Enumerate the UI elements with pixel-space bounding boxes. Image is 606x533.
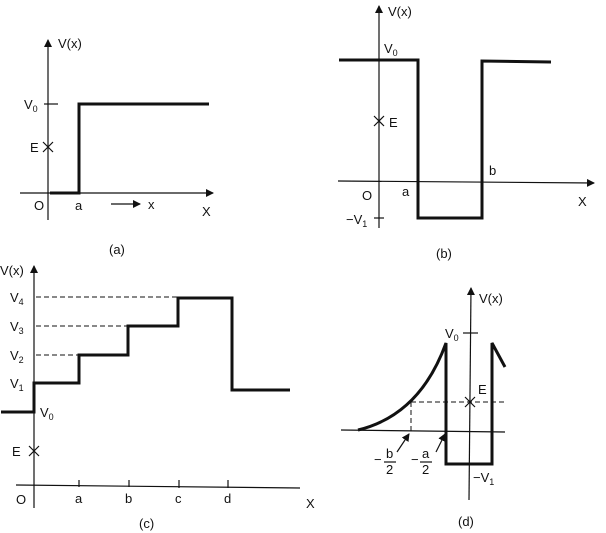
tick-c-label: c bbox=[175, 491, 182, 506]
tick-a-label: a bbox=[75, 491, 83, 506]
v3-label: V3 bbox=[10, 319, 24, 336]
x-axis bbox=[337, 178, 595, 187]
neg-v1-label: −V1 bbox=[346, 212, 367, 229]
energy-label: E bbox=[478, 382, 487, 397]
x-axis-label: X bbox=[202, 204, 211, 219]
svg-text:−: − bbox=[374, 452, 382, 467]
neg-v1-label: −V1 bbox=[473, 470, 494, 487]
step-potential-curve bbox=[50, 102, 209, 195]
square-well-curve bbox=[339, 58, 552, 220]
energy-label: E bbox=[30, 140, 39, 155]
y-axis-label: V(x) bbox=[58, 36, 82, 51]
y-axis-label: V(x) bbox=[479, 291, 503, 306]
caption-d: (d) bbox=[458, 514, 474, 529]
tick-neg-a-half-label: − a 2 bbox=[411, 446, 432, 477]
y-axis bbox=[466, 287, 475, 501]
origin-label: O bbox=[34, 198, 44, 213]
svg-text:a: a bbox=[422, 446, 430, 461]
energy-cross-icon bbox=[464, 396, 476, 408]
origin-label: O bbox=[362, 188, 372, 203]
y-axis-label: V(x) bbox=[0, 263, 24, 278]
pointer-arrow-icon bbox=[396, 433, 410, 453]
direction-label: x bbox=[148, 197, 155, 212]
v2-label: V2 bbox=[10, 348, 24, 365]
energy-label: E bbox=[389, 115, 398, 130]
v1-label: V1 bbox=[10, 376, 24, 393]
tick-neg-b-half-label: − b 2 bbox=[374, 446, 396, 477]
v0-label: V0 bbox=[384, 41, 398, 58]
origin-label: O bbox=[16, 492, 26, 507]
tick-b-label: b bbox=[125, 491, 132, 506]
energy-cross-icon bbox=[42, 141, 54, 153]
y-axis-label: V(x) bbox=[388, 4, 412, 19]
tick-a-label: a bbox=[75, 198, 83, 213]
energy-label: E bbox=[12, 444, 21, 459]
staircase-potential-curve bbox=[1, 296, 290, 414]
energy-cross-icon bbox=[373, 115, 385, 127]
well-with-curved-walls-curve bbox=[357, 342, 507, 466]
x-axis bbox=[340, 429, 506, 433]
tick-a-label: a bbox=[402, 184, 410, 199]
panel-b: V(x) V0 E O a b X −V1 (b) bbox=[337, 4, 595, 261]
svg-text:2: 2 bbox=[422, 462, 429, 477]
caption-b: (b) bbox=[436, 246, 452, 261]
v0-label: V0 bbox=[40, 405, 54, 422]
v0-label: V0 bbox=[445, 326, 459, 343]
svg-text:2: 2 bbox=[386, 462, 393, 477]
v0-label: V0 bbox=[24, 97, 38, 114]
caption-a: (a) bbox=[109, 242, 125, 257]
svg-text:−: − bbox=[411, 452, 419, 467]
x-axis-label: X bbox=[578, 194, 587, 209]
svg-text:b: b bbox=[386, 446, 393, 461]
caption-c: (c) bbox=[139, 516, 154, 531]
tick-d-label: d bbox=[224, 491, 231, 506]
x-axis bbox=[15, 484, 301, 489]
tick-b-label: b bbox=[489, 163, 496, 178]
panel-c: V(x) V4 V3 V2 V1 V0 E O a b c d X (c) bbox=[0, 263, 315, 531]
panel-a: V(x) V0 E O a x X (a) bbox=[20, 36, 214, 257]
v4-label: V4 bbox=[10, 290, 24, 307]
energy-cross-icon bbox=[28, 445, 40, 457]
pointer-arrow-icon bbox=[435, 433, 446, 453]
panel-d: V(x) V0 E − b 2 − a 2 −V1 (d) bbox=[340, 287, 507, 529]
x-axis-label: X bbox=[306, 496, 315, 511]
